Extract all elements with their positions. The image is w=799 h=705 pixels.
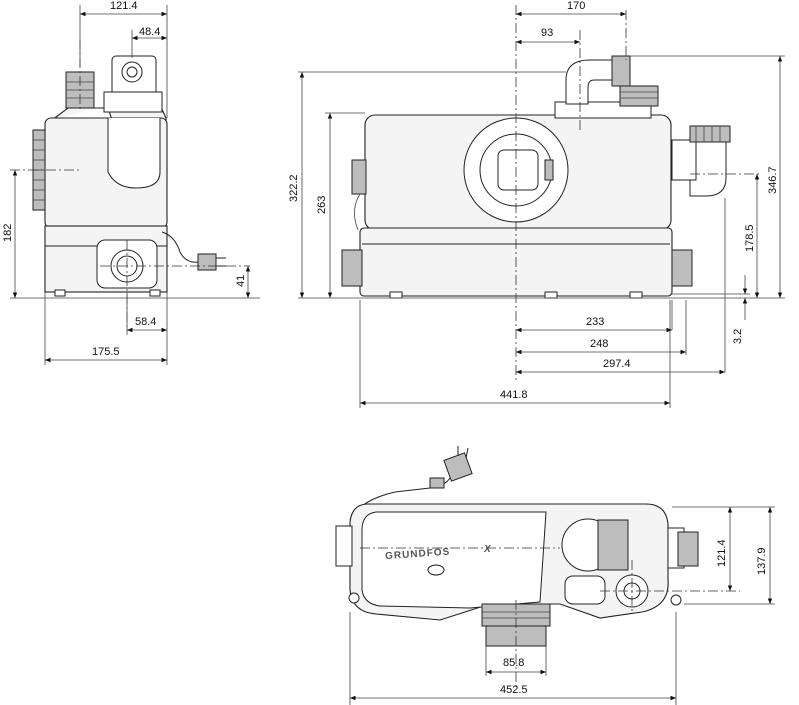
- dim-front-height-body: 263: [316, 196, 328, 214]
- dim-front-height-side-outlet: 346.7: [767, 166, 779, 194]
- dim-top-overall-length: 452.5: [500, 684, 528, 696]
- side-view-dimensions: 121.4 48.4 182 41 58.4 175.5: [2, 0, 251, 363]
- dim-front-width-248: 248: [590, 338, 608, 350]
- dim-side-inlet-height: 182: [2, 224, 14, 242]
- side-view: [10, 5, 260, 365]
- dim-side-overall-depth: 175.5: [92, 346, 120, 358]
- dim-side-cable-height: 41: [235, 275, 247, 287]
- dim-front-overall-width: 441.8: [500, 389, 528, 401]
- dim-front-width-297: 297.4: [603, 358, 631, 370]
- top-view: GRUNDFOS X: [335, 446, 775, 705]
- front-view: [298, 5, 785, 408]
- dim-front-height-total: 322.2: [288, 174, 300, 202]
- dim-front-width-233: 233: [586, 316, 604, 328]
- dim-side-outlet-offset: 48.4: [139, 26, 160, 38]
- front-view-dimensions: 170 93 322.2 263 346.7 178.5 3.2 233 248…: [288, 0, 783, 406]
- dim-front-base-offset: 3.2: [732, 329, 744, 344]
- dim-top-outlet-diameter: 85.8: [503, 657, 524, 669]
- dim-front-outlet-center: 170: [567, 0, 585, 12]
- dim-front-height-side-inlet: 178.5: [744, 224, 756, 252]
- dim-front-outlet-offset: 93: [541, 27, 553, 39]
- dim-top-depth-inlet: 121.4: [716, 539, 728, 567]
- top-view-dimensions: 121.4 137.9 85.8 452.5: [350, 507, 773, 701]
- dim-top-depth-total: 137.9: [756, 547, 768, 575]
- dim-side-top-width: 121.4: [110, 0, 138, 12]
- grundfos-logo-text: GRUNDFOS: [385, 547, 451, 563]
- grundfos-logo-mark: X: [483, 544, 492, 555]
- dim-side-inlet-offset: 58.4: [135, 316, 156, 328]
